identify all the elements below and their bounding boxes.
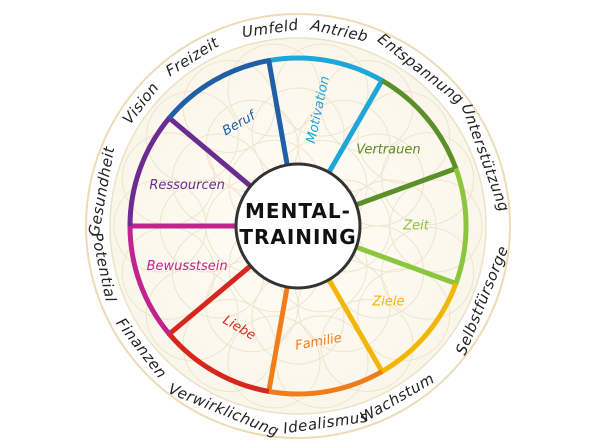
segment-divider [353, 166, 459, 208]
center-title-line2: TRAINING [239, 225, 356, 249]
pattern-circle [145, 268, 239, 362]
segment-arc [380, 282, 459, 374]
pattern-circle [357, 268, 451, 362]
segment-divider [166, 115, 253, 189]
segment-arc [268, 55, 384, 83]
segment-divider [266, 58, 290, 168]
segment-divider [326, 78, 385, 175]
pattern-circle [381, 226, 475, 320]
segment-arc [127, 116, 172, 227]
segment-divider [353, 244, 459, 286]
segment-arc [380, 78, 459, 170]
segment-divider [326, 277, 385, 374]
center-title-line1: MENTAL- [245, 199, 351, 223]
pattern-circle [357, 90, 451, 184]
segment-arc [127, 225, 172, 336]
segment-label: Ziele [371, 294, 404, 309]
pattern-circle [227, 43, 321, 137]
segment-arc [453, 167, 469, 285]
segment-arc [167, 332, 270, 394]
segment-label: Zeit [402, 219, 430, 234]
center-circle [234, 162, 362, 290]
segment-divider [266, 284, 290, 394]
pattern-circle [389, 179, 483, 273]
segment-arc [268, 369, 384, 397]
segment-label: Bewusstsein [147, 259, 228, 274]
pattern-circle [227, 315, 321, 409]
pattern-circle [381, 132, 475, 226]
segment-label: Vertrauen [356, 143, 420, 158]
segment-divider [166, 263, 253, 337]
segment-arc [167, 58, 270, 120]
segment-label: Ressourcen [149, 178, 225, 193]
pattern-circle [145, 90, 239, 184]
